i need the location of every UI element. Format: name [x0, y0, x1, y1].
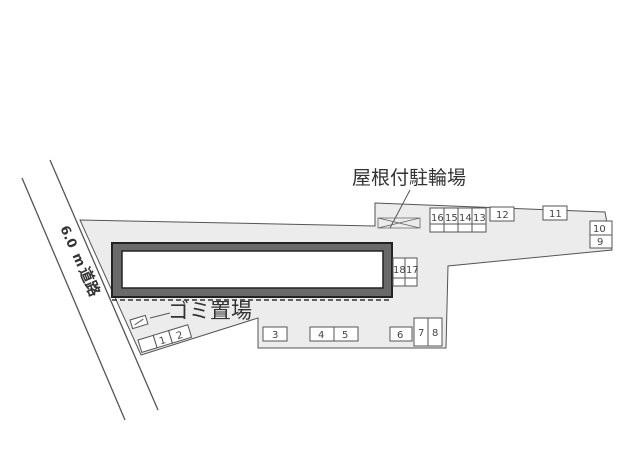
slot-16: 16 — [431, 213, 444, 224]
road-edge-inner — [49, 159, 159, 411]
bike-parking-label: 屋根付駐輪場 — [352, 167, 466, 189]
parking-slot-9 — [589, 234, 613, 249]
garbage-bin-icon — [129, 314, 149, 330]
slot-4: 4 — [318, 330, 324, 341]
road-edge-outer — [21, 177, 126, 421]
slot-5: 5 — [342, 330, 348, 341]
garbage-pointer — [149, 312, 171, 319]
slot-3: 3 — [272, 330, 278, 341]
slot-18: 18 — [393, 265, 406, 276]
slot-1: 1 — [158, 335, 167, 347]
slot-12: 12 — [496, 210, 509, 221]
building-inner — [121, 250, 384, 289]
parking-slot-8 — [427, 317, 443, 347]
road-width: 6.0 — [56, 224, 79, 251]
slot-10: 10 — [593, 224, 606, 235]
slot-13: 13 — [473, 213, 486, 224]
bike-slots: 16 15 14 13 — [429, 207, 487, 233]
slot-9: 9 — [597, 237, 603, 248]
road-unit: m — [69, 251, 88, 269]
parking-slot-11 — [542, 205, 568, 221]
slot-6: 6 — [397, 330, 403, 341]
road-text: 道路 — [75, 264, 104, 300]
parking-slots-1-2: 1 2 — [137, 324, 193, 354]
slot-2: 2 — [175, 330, 184, 342]
bike-shelter-icon — [377, 217, 421, 229]
slot-8: 8 — [432, 328, 438, 339]
slot-17: 17 — [406, 265, 419, 276]
bike-slots-18-17: 18 17 — [392, 257, 419, 287]
parking-slot-12 — [489, 206, 515, 222]
slot-11: 11 — [549, 209, 562, 220]
garbage-label: ゴミ置場 — [168, 299, 252, 323]
slot-7: 7 — [418, 328, 424, 339]
parking-slot-3 — [262, 326, 288, 342]
slot-15: 15 — [445, 213, 458, 224]
parking-slot-5 — [333, 326, 359, 342]
slot-14: 14 — [459, 213, 472, 224]
parking-slot-6 — [389, 326, 413, 342]
